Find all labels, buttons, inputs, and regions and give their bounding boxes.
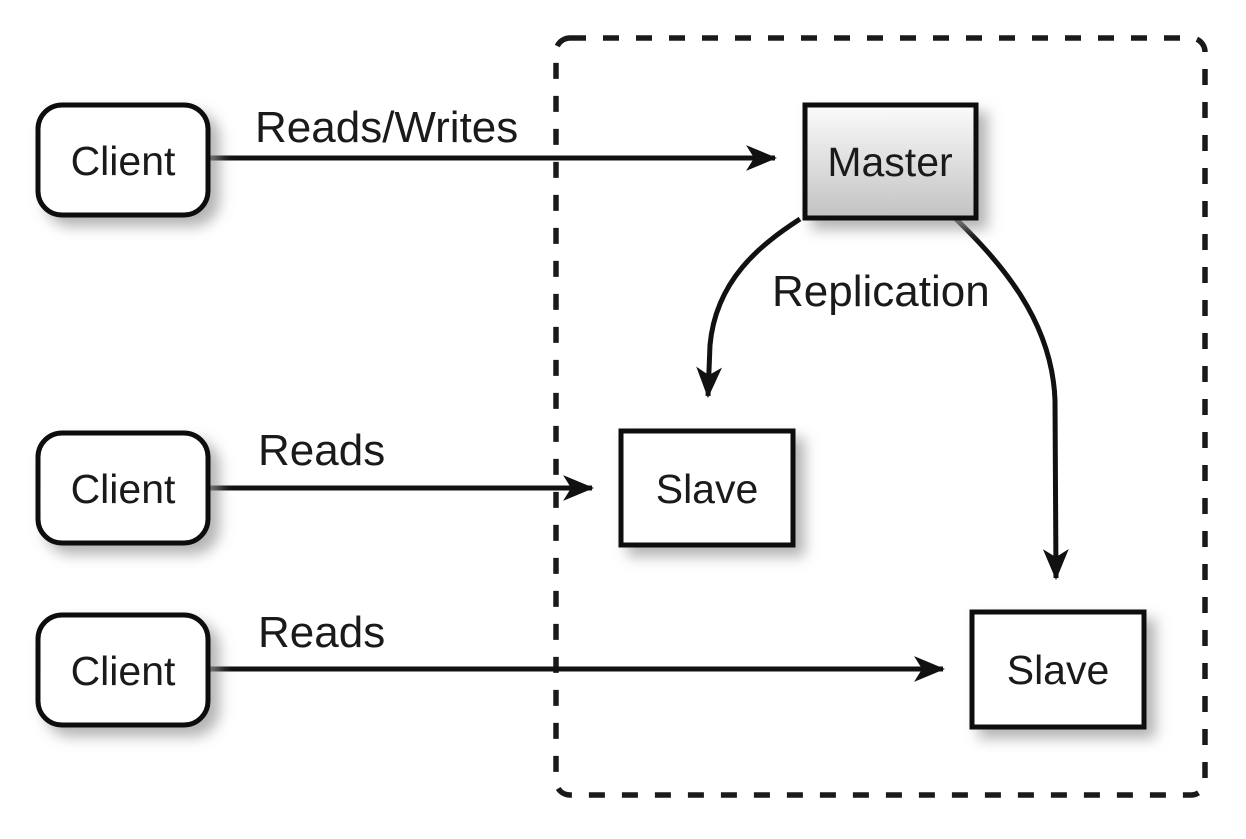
- replication-curve-right: [954, 217, 1069, 581]
- node-master[interactable]: Master: [802, 102, 979, 221]
- edge-label-reads-writes: Reads/Writes: [255, 103, 518, 152]
- slave-1-label: Slave: [656, 466, 759, 512]
- client-2-label: Client: [71, 466, 176, 512]
- edge-label-reads-1: Reads: [258, 426, 385, 475]
- edge-label-replication: Replication: [772, 267, 990, 316]
- client-3-label: Client: [71, 648, 176, 694]
- database-cluster-boundary: [553, 35, 1208, 798]
- node-client-3[interactable]: Client: [35, 612, 211, 728]
- slave-2-label: Slave: [1007, 647, 1110, 693]
- replication-curve-left: [696, 216, 802, 399]
- edge-master-slave1: [696, 216, 802, 399]
- edge-label-reads-2: Reads: [258, 608, 385, 657]
- node-client-2[interactable]: Client: [35, 430, 211, 546]
- client-3-shape[interactable]: [35, 612, 211, 728]
- node-slave-1[interactable]: Slave: [618, 428, 796, 548]
- client-1-label: Client: [71, 138, 176, 184]
- edge-master-slave2: [954, 217, 1069, 581]
- master-label: Master: [827, 139, 952, 185]
- slave-1-shape[interactable]: [618, 428, 796, 548]
- slave-2-shape[interactable]: [969, 609, 1147, 730]
- master-shape[interactable]: [802, 102, 979, 221]
- client-2-shape[interactable]: [35, 430, 211, 546]
- client-1-shape[interactable]: [35, 102, 211, 218]
- node-slave-2[interactable]: Slave: [969, 609, 1147, 730]
- node-client-1[interactable]: Client: [35, 102, 211, 218]
